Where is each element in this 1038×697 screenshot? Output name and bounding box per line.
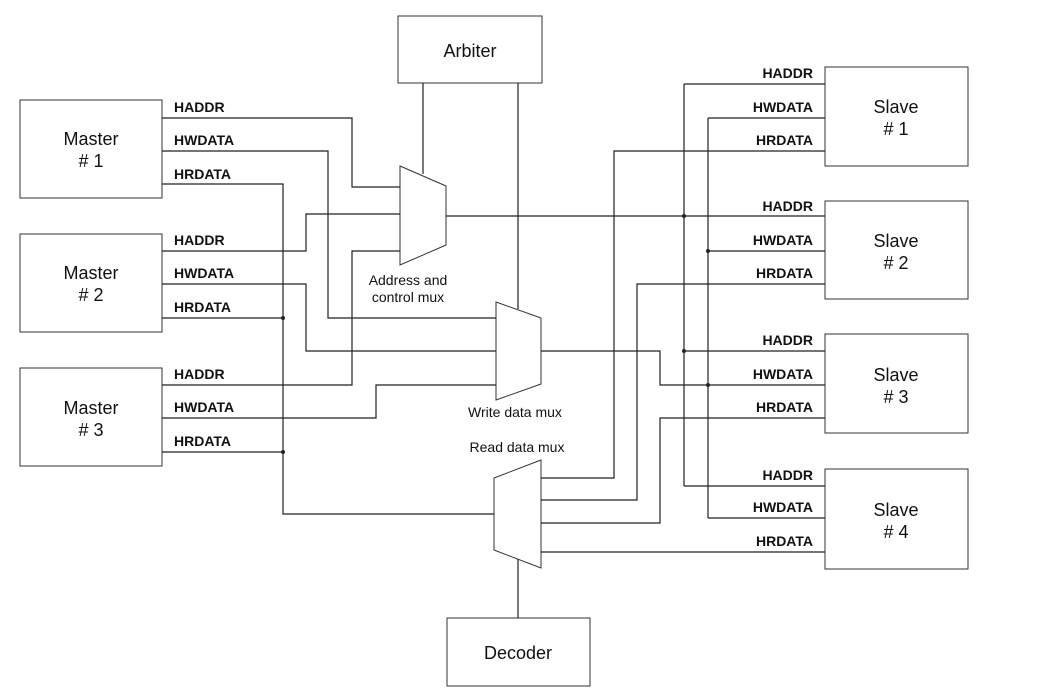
address-mux-label-line1: Address and [369,272,448,288]
s4-hwdata-label: HWDATA [753,499,813,515]
master-1: Master # 1 [19,99,163,199]
slave-4: Slave # 4 [824,468,969,570]
m3-hwdata-wire [162,384,496,419]
m1-hwdata-wire [162,150,496,319]
m3-hrdata-label: HRDATA [174,433,231,449]
master-1-title: Master [63,129,118,149]
slave-1-number: # 1 [883,119,908,139]
s1-hrdata-wire [541,150,825,479]
slave-wires [446,83,825,553]
hwdata-bus-trunk [541,350,708,386]
m3-haddr-wire [162,250,400,386]
s4-hrdata-label: HRDATA [756,533,813,549]
slave-1: Slave # 1 [824,66,969,167]
master-2-block [19,233,163,333]
slave-2-number: # 2 [883,253,908,273]
address-control-mux [399,165,447,266]
m1-haddr-label: HADDR [174,99,225,115]
junction-dot [281,316,285,320]
junction-dot [682,214,686,218]
junction-dots [281,214,710,454]
s3-haddr-label: HADDR [762,332,813,348]
s3-hwdata-label: HWDATA [753,366,813,382]
master-2: Master # 2 [19,233,163,333]
m1-hrdata-wire [162,183,494,515]
s1-hrdata-label: HRDATA [756,132,813,148]
master-wires [162,117,496,515]
m1-hrdata-label: HRDATA [174,166,231,182]
slave-signal-labels: HADDR HWDATA HRDATA HADDR HWDATA HRDATA … [753,65,813,549]
write-mux-label: Write data mux [468,404,562,420]
junction-dot [281,450,285,454]
junction-dot [706,383,710,387]
master-1-block [19,99,163,199]
master-3: Master # 3 [19,367,163,467]
read-data-mux [493,459,542,569]
slave-1-block [824,66,969,167]
master-2-title: Master [63,263,118,283]
arbiter-block [397,15,543,84]
master-signal-labels: HADDR HWDATA HRDATA HADDR HWDATA HRDATA … [174,99,234,449]
slave-1-title: Slave [873,97,918,117]
m3-hwdata-label: HWDATA [174,399,234,415]
slave-2-title: Slave [873,231,918,251]
m2-haddr-wire [162,213,400,252]
m2-haddr-label: HADDR [174,232,225,248]
m2-hrdata-label: HRDATA [174,299,231,315]
s2-hrdata-wire [541,283,825,501]
decoder-label: Decoder [484,643,552,663]
m2-hwdata-wire [162,283,496,352]
m2-hwdata-label: HWDATA [174,265,234,281]
s1-hwdata-label: HWDATA [753,99,813,115]
slave-3: Slave # 3 [824,333,969,434]
slave-2-block [824,200,969,300]
write-data-mux [495,301,542,401]
m1-hwdata-label: HWDATA [174,132,234,148]
master-2-number: # 2 [78,285,103,305]
master-3-title: Master [63,398,118,418]
address-mux-label-line2: control mux [372,289,444,305]
read-mux-label: Read data mux [470,439,565,455]
master-3-number: # 3 [78,420,103,440]
slave-3-block [824,333,969,434]
s2-hrdata-label: HRDATA [756,265,813,281]
junction-dot [682,349,686,353]
junction-dot [706,249,710,253]
arbiter-label: Arbiter [443,41,496,61]
m3-haddr-label: HADDR [174,366,225,382]
s2-haddr-label: HADDR [762,198,813,214]
slave-3-title: Slave [873,365,918,385]
slave-4-block [824,468,969,570]
master-3-block [19,367,163,467]
slave-4-title: Slave [873,500,918,520]
s1-haddr-label: HADDR [762,65,813,81]
slave-2: Slave # 2 [824,200,969,300]
s3-hrdata-wire [541,417,825,524]
control-wires [422,83,519,618]
s3-hrdata-label: HRDATA [756,399,813,415]
s4-haddr-label: HADDR [762,467,813,483]
m1-haddr-wire [162,117,400,188]
slave-3-number: # 3 [883,387,908,407]
slave-4-number: # 4 [883,522,908,542]
s2-hwdata-label: HWDATA [753,232,813,248]
decoder-block [446,617,591,687]
master-1-number: # 1 [78,151,103,171]
